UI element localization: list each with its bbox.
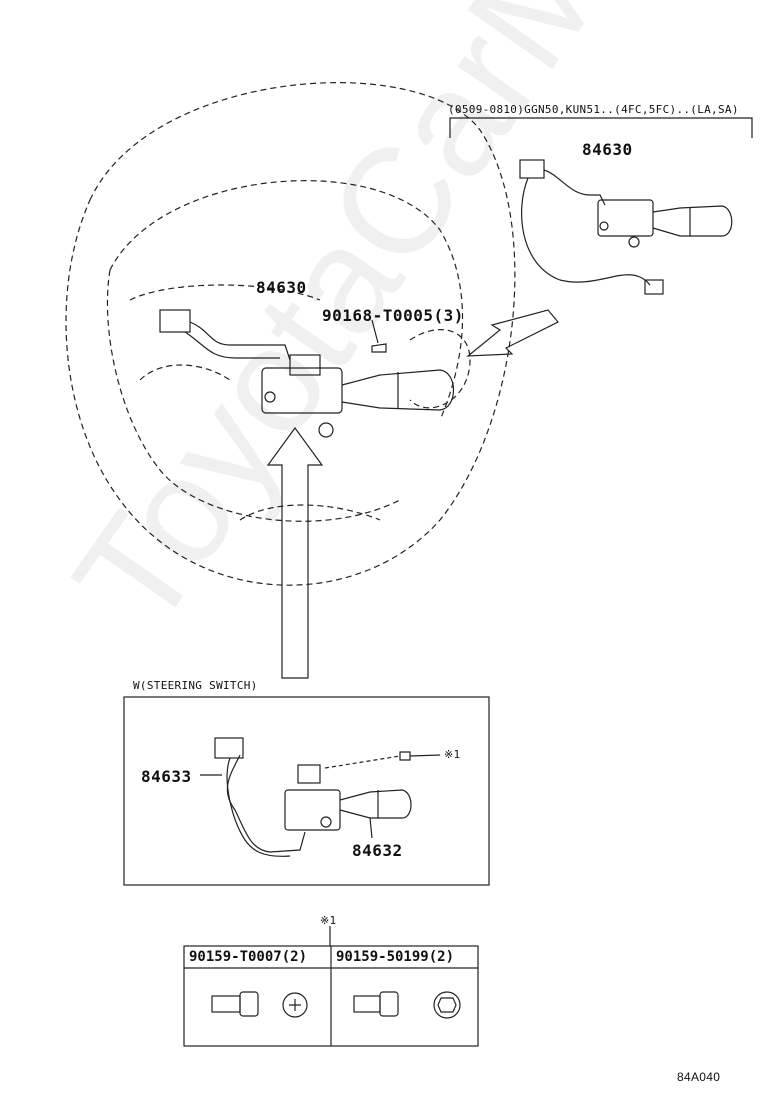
steering-wheel-outline [65,82,516,586]
inset-reference-mark: ※1 [444,748,461,761]
part-number-switch[interactable]: 84632 [352,841,403,860]
table-reference-mark: ※1 [320,914,337,927]
part-number-wire[interactable]: 84633 [141,767,192,786]
part-number-screw[interactable]: 90168-T0005(3) [322,306,464,325]
part-number-main-switch[interactable]: 84630 [256,278,307,297]
top-right-switch [519,159,733,295]
arrow-up-pointer [266,426,324,679]
applicability-note: (0509-0810)GGN50,KUN51..(4FC,5FC)..(LA,S… [448,103,739,116]
main-switch-body [261,343,454,438]
main-switch-wire [159,309,291,361]
table-col1-header[interactable]: 90159-T0007(2) [189,949,308,965]
part-number-top-right[interactable]: 84630 [582,140,633,159]
fastener-table [183,926,479,1047]
inset-switch-drawing [200,737,441,857]
top-right-bracket [449,117,753,138]
inset-box [123,696,490,886]
table-col2-header[interactable]: 90159-50199(2) [336,949,455,965]
arrow-right-pointer [466,309,559,357]
diagram-code: 84A040 [677,1070,721,1084]
inset-title: W(STEERING SWITCH) [133,679,258,692]
